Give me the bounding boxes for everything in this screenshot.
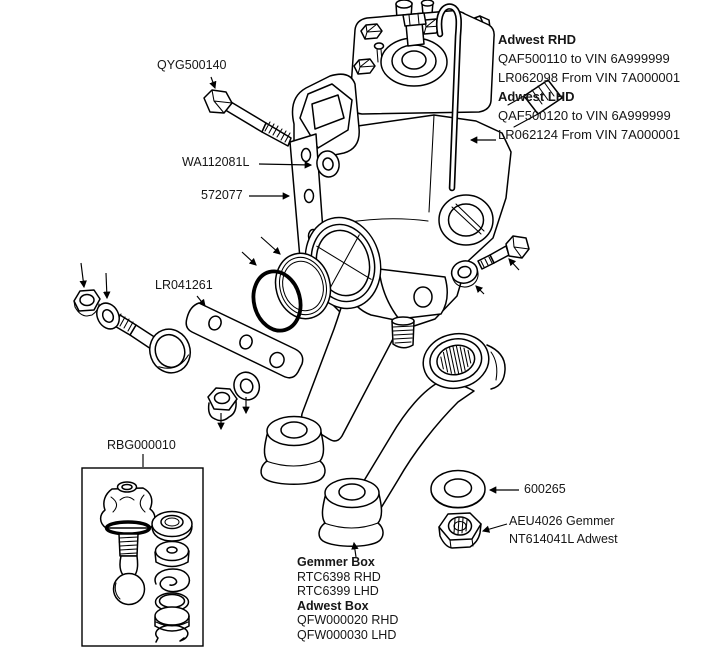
- o-ring: [251, 269, 303, 333]
- callout-lr041261: LR041261: [155, 278, 213, 292]
- boot-upper: [260, 415, 326, 485]
- adwest-box-heading: Adwest Box: [297, 598, 369, 613]
- washer-wa112081l: [316, 150, 340, 178]
- cover-dome: [380, 12, 448, 87]
- shaft-seal: [274, 252, 332, 320]
- callout-600265: 600265: [524, 482, 566, 496]
- adwest-rhd-part: QFW000020 RHD: [297, 613, 399, 628]
- adwest-lhd-range1: QAF500120 to VIN 6A999999: [498, 108, 671, 123]
- adwest-variants-block: Adwest RHD QAF500110 to VIN 6A999999 LR0…: [498, 30, 680, 144]
- steering-box: [289, 0, 563, 442]
- bolt-right: [477, 235, 530, 270]
- mounting-ear: [378, 268, 448, 320]
- adjuster-screw: [438, 194, 494, 246]
- link-washer: [96, 302, 120, 330]
- sector-shaft-threads: [391, 316, 415, 349]
- side-union-block: [507, 79, 563, 128]
- gearbox-variants-block: Gemmer Box RTC6398 RHD RTC6399 LHD Adwes…: [297, 555, 398, 643]
- drop-arm-link-lr041261: [112, 302, 304, 379]
- gemmer-box-heading: Gemmer Box: [297, 555, 375, 569]
- adwest-lhd-part: QFW000030 LHD: [297, 627, 397, 642]
- drop-arm-fitted: [300, 290, 399, 442]
- callout-rbg000010: RBG000010: [107, 438, 176, 452]
- spare-drop-arm: [358, 332, 506, 509]
- boot-lower: [318, 477, 384, 547]
- callout-wa112081l: WA112081L: [182, 155, 250, 169]
- callout-572077: 572077: [201, 188, 243, 202]
- gemmer-lhd-part: RTC6399 LHD: [297, 584, 379, 599]
- callout-lower-nut-block: AEU4026 Gemmer NT614041L Adwest: [509, 512, 618, 548]
- link-nut: [73, 289, 101, 317]
- nut-aeu4026: [438, 512, 482, 549]
- link-lower-nut: [207, 387, 238, 422]
- leader-lines: [79, 76, 520, 558]
- adwest-lhd-heading: Adwest LHD: [498, 89, 575, 104]
- callout-aeu4026-gemmer: AEU4026 Gemmer: [509, 514, 615, 528]
- gemmer-rhd-part: RTC6398 RHD: [297, 569, 381, 584]
- ball-joint-kit-rbg000010: [81, 467, 204, 647]
- callout-qyg500140: QYG500140: [157, 58, 227, 72]
- callout-nt614041l-adwest: NT614041L Adwest: [509, 532, 618, 546]
- link-lower-washer: [233, 371, 261, 401]
- washer-600265: [430, 469, 486, 509]
- hydraulic-pipe: [435, 3, 463, 192]
- washer-right: [450, 260, 479, 288]
- adwest-rhd-range2: LR062098 From VIN 7A000001: [498, 70, 681, 85]
- adwest-lhd-range2: LR062124 From VIN 7A000001: [498, 127, 681, 142]
- adwest-rhd-range1: QAF500110 to VIN 6A999999: [498, 51, 670, 66]
- bolt-qyg500140: [203, 89, 292, 147]
- adwest-rhd-heading: Adwest RHD: [498, 32, 577, 47]
